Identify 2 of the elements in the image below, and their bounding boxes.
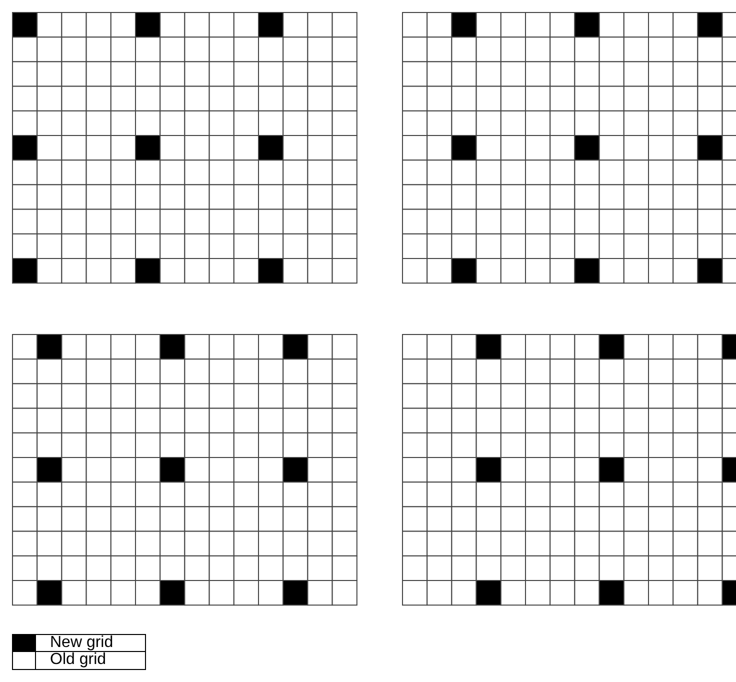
- legend-label: Old grid: [36, 652, 146, 670]
- legend-label: New grid: [36, 634, 146, 652]
